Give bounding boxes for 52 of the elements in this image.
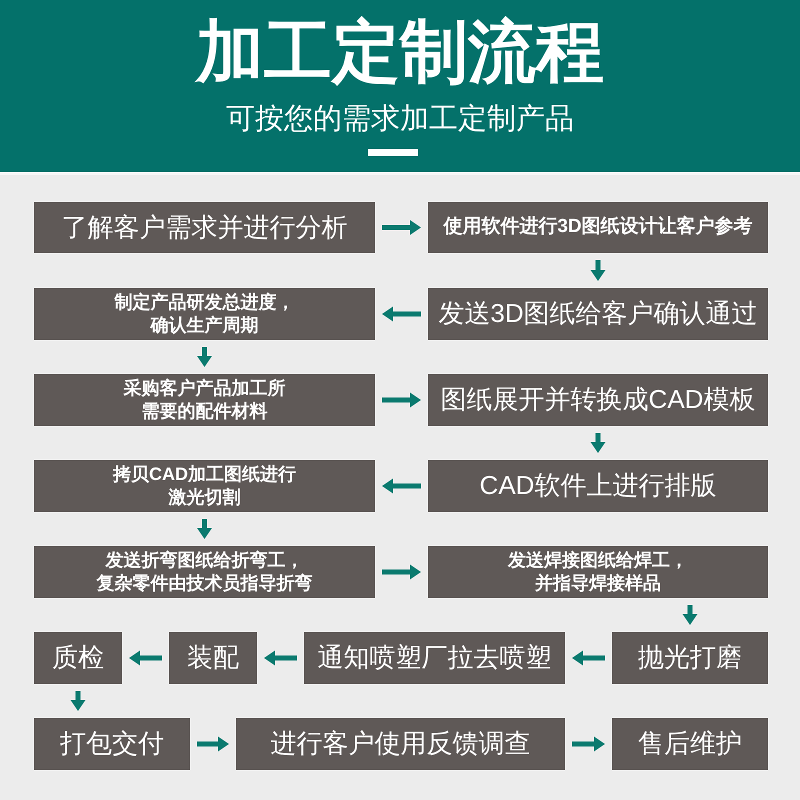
arrow <box>382 564 421 580</box>
step-text: 发送焊接图纸给焊工，并指导焊接样品 <box>506 548 689 595</box>
arrow <box>197 736 229 752</box>
step-text: 通知喷塑厂拉去喷塑 <box>318 642 552 674</box>
step-text: 打包交付 <box>60 728 164 760</box>
process-box <box>428 546 768 598</box>
process-box <box>169 632 257 684</box>
arrow <box>572 736 605 752</box>
step-text: 进行客户使用反馈调查 <box>270 728 530 760</box>
arrow <box>572 650 605 666</box>
arrow <box>264 650 297 666</box>
arrow <box>382 220 421 235</box>
step-text: 图纸展开并转换成CAD模板 <box>440 384 756 416</box>
step-text: CAD软件上进行排版 <box>480 470 716 502</box>
step-text: 售后维护 <box>638 728 742 760</box>
arrow <box>590 260 606 281</box>
arrow <box>129 650 162 666</box>
process-box <box>34 718 190 770</box>
step-text: 发送折弯图纸给折弯工，复杂零件由技术员指导折弯 <box>95 548 314 595</box>
process-box <box>428 374 768 426</box>
process-box <box>612 632 768 684</box>
arrow <box>382 392 421 408</box>
arrow <box>590 433 606 453</box>
step-text: 采购客户产品加工所需要的配件材料 <box>122 376 286 423</box>
step-text: 制定产品研发总进度，确认生产周期 <box>113 290 296 337</box>
step-text: 了解客户需求并进行分析 <box>62 212 348 244</box>
process-box <box>612 718 768 770</box>
step-text: 抛光打磨 <box>638 642 742 674</box>
arrow <box>197 519 212 539</box>
process-box <box>428 460 768 512</box>
step-text: 拷贝CAD加工图纸进行激光切割 <box>112 462 297 509</box>
arrow <box>682 605 698 625</box>
process-box <box>34 632 122 684</box>
step-text: 质检 <box>52 642 104 674</box>
step-text: 使用软件进行3D图纸设计让客户参考 <box>443 215 753 240</box>
process-box <box>304 632 565 684</box>
process-box <box>34 374 375 426</box>
page-title: 加工定制流程 <box>194 14 605 90</box>
step-text: 发送3D图纸给客户确认通过 <box>438 298 758 330</box>
arrow <box>70 691 86 711</box>
step-text: 装配 <box>187 642 239 674</box>
process-box <box>34 460 375 512</box>
subtitle: 可按您的需求加工定制产品 <box>226 102 574 137</box>
process-box <box>236 718 565 770</box>
arrow <box>382 478 421 494</box>
process-box <box>34 546 375 598</box>
process-box <box>428 202 768 253</box>
arrow <box>197 347 212 367</box>
process-box <box>34 202 375 253</box>
arrow <box>382 306 421 322</box>
process-box <box>34 288 375 340</box>
process-box <box>428 288 768 340</box>
